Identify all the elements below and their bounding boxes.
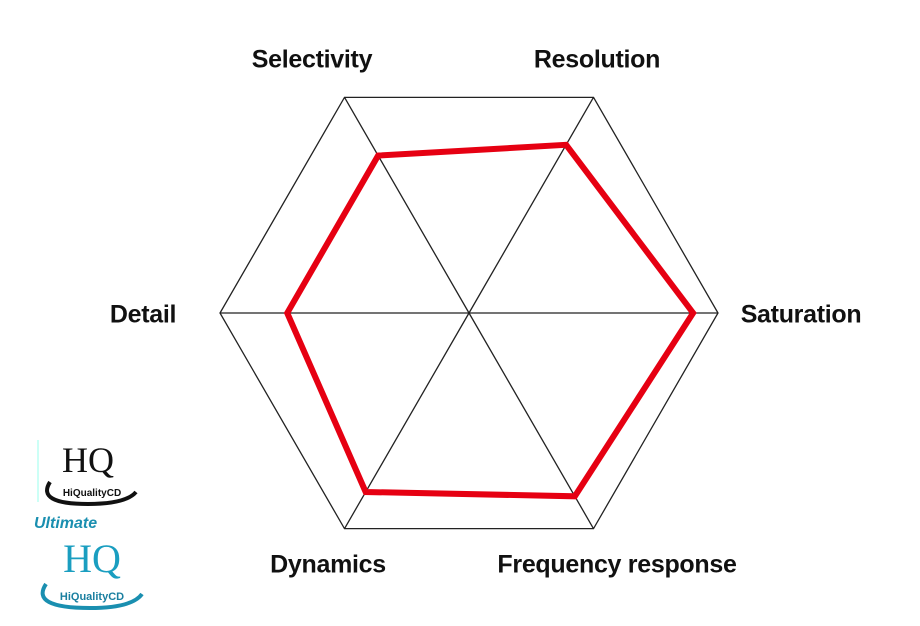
ultimate-logo-sub-text: HiQualityCD [60, 591, 124, 603]
axis-label-frequency-response: Frequency response [497, 550, 737, 579]
series-polygon-0 [283, 141, 697, 500]
axis-label-selectivity: Selectivity [251, 45, 373, 74]
spoke-0 [468, 97, 595, 314]
axis-label-detail: Detail [109, 300, 177, 329]
spoke-2 [468, 312, 595, 529]
hq-logo: HQ HiQualityCD [37, 440, 138, 506]
ultimate-hq-logo: Ultimate HQ HiQualityCD [34, 515, 144, 610]
axis-label-saturation: Saturation [740, 300, 862, 329]
axis-label-resolution: Resolution [533, 45, 661, 74]
hq-logo-sub-text: HiQualityCD [63, 488, 121, 499]
hq-logo-main-text: HQ [62, 440, 114, 480]
ultimate-logo-main-text: HQ [63, 536, 121, 581]
spoke-5 [343, 97, 470, 314]
axis-label-dynamics: Dynamics [270, 550, 386, 579]
ultimate-logo-top-text: Ultimate [34, 515, 97, 532]
